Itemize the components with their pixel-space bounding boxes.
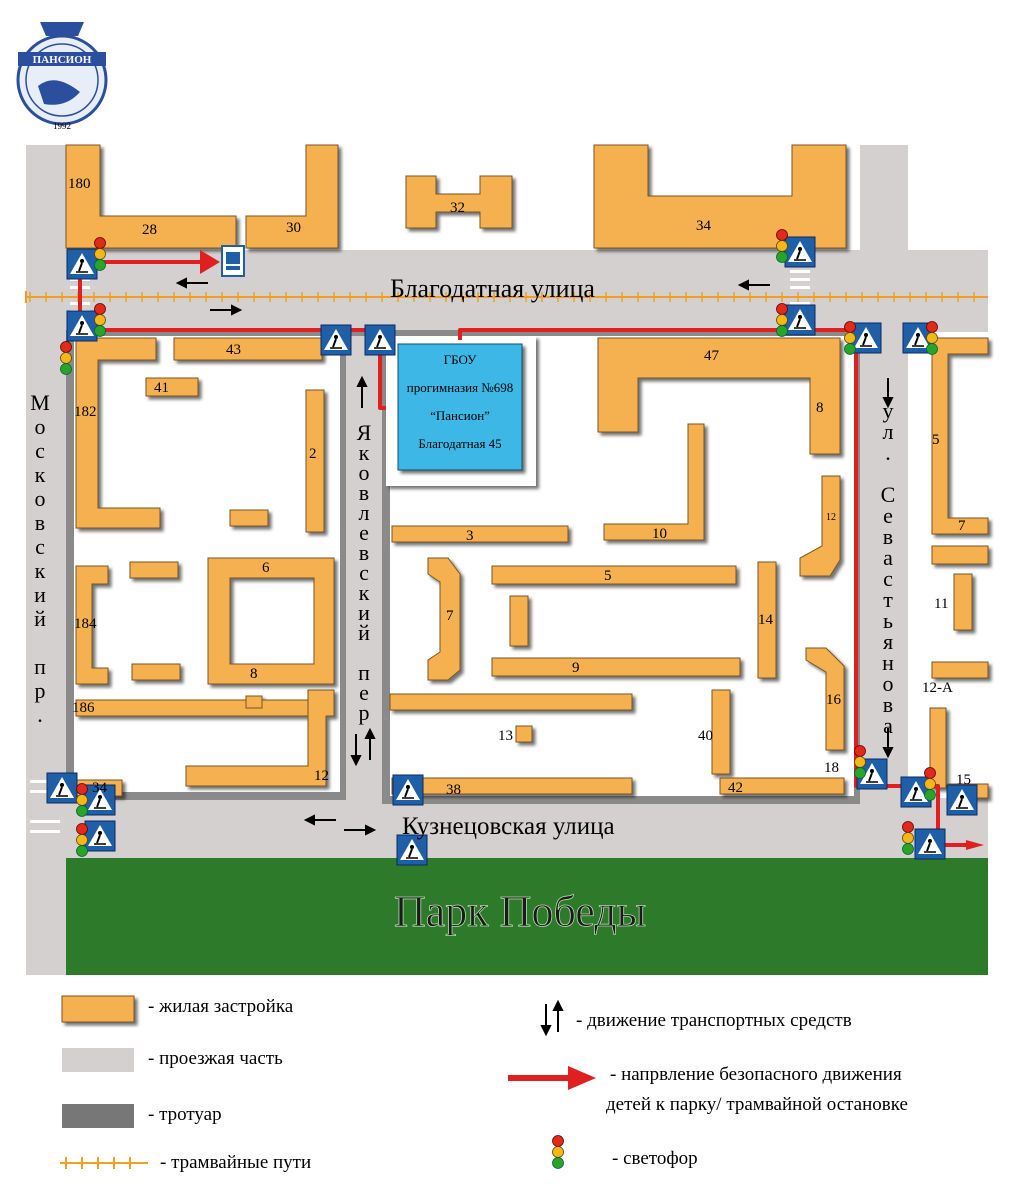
legend-route-1: - напрвление безопасного движения <box>610 1064 902 1085</box>
legend-swatch-housing <box>61 995 135 1023</box>
bldg-10: 10 <box>652 526 667 542</box>
bldg-8-right: 8 <box>816 400 824 416</box>
street-kuznetsovskaya: Кузнецовская улица <box>402 813 615 840</box>
school-address: Благодатная 45 <box>418 436 501 451</box>
bldg-14: 14 <box>758 612 774 628</box>
legend-tram: - трамвайные пути <box>160 1152 312 1173</box>
bldg-3: 3 <box>466 528 474 544</box>
traffic-arrows <box>175 277 894 836</box>
bldg-11: 11 <box>934 596 948 612</box>
bldg-12a: 12-А <box>922 680 953 696</box>
legend-traffic-light-icon <box>552 1135 564 1169</box>
bldg-42: 42 <box>728 780 743 796</box>
school-type: прогимназия №698 <box>407 380 513 395</box>
bldg-8-left: 8 <box>250 666 258 682</box>
bldg-30: 30 <box>286 220 301 236</box>
bldg-34-top: 34 <box>696 218 712 234</box>
legend-traffic: - движение транспортных средств <box>576 1010 852 1031</box>
bldg-12-right: 12 <box>826 512 836 523</box>
school-building: ГБОУ прогимназия №698 “Пансион” Благодат… <box>386 336 536 486</box>
route-arrow <box>200 250 220 274</box>
legend-swatches <box>60 995 596 1169</box>
bldg-186: 186 <box>72 700 95 716</box>
park-name: Парк Победы <box>394 887 646 936</box>
legend-housing: - жилая застройка <box>148 996 294 1017</box>
street-blagodatnaya: Благодатная улица <box>390 274 595 303</box>
bldg-7-far: 7 <box>958 518 966 534</box>
bldg-15: 15 <box>956 772 971 788</box>
bldg-18: 18 <box>824 760 839 776</box>
bldg-40: 40 <box>698 728 713 744</box>
bldg-13: 13 <box>498 728 513 744</box>
legend-swatch-tram <box>60 1157 148 1169</box>
legend-roadway: - проезжая часть <box>148 1048 283 1069</box>
bldg-34-bottom: 34 <box>92 780 108 796</box>
bldg-9: 9 <box>572 660 580 676</box>
bldg-28: 28 <box>142 222 157 238</box>
bldg-41: 41 <box>154 380 169 396</box>
bldg-2: 2 <box>309 446 317 462</box>
legend-traffic-arrows-icon <box>540 999 564 1037</box>
bldg-47: 47 <box>704 348 720 364</box>
logo-year: 1992 <box>53 121 71 131</box>
legend-light: - светофор <box>612 1148 698 1169</box>
tram-tracks <box>25 291 988 303</box>
bldg-5-far: 5 <box>932 432 940 448</box>
tram-stop-icon <box>221 245 245 277</box>
bldg-16: 16 <box>826 692 842 708</box>
buildings <box>65 144 989 799</box>
park-area <box>66 858 988 975</box>
logo-text: ПАНСИОН <box>33 54 92 66</box>
roads <box>26 145 988 975</box>
legend-route-arrow-icon <box>508 1066 596 1090</box>
route-arrow-park <box>966 840 984 850</box>
bldg-5: 5 <box>604 568 612 584</box>
legend-swatch-sidewalk <box>62 1104 134 1128</box>
legend-swatch-road <box>62 1048 134 1072</box>
bldg-32: 32 <box>450 200 465 216</box>
school-name: ГБОУ <box>444 352 478 367</box>
bldg-38: 38 <box>446 782 461 798</box>
legend-route-2: детей к парку/ трамвайной остановке <box>606 1094 908 1115</box>
bldg-7-mid: 7 <box>446 608 454 624</box>
bldg-182: 182 <box>74 404 97 420</box>
bldg-6: 6 <box>262 560 270 576</box>
school-title: “Пансион” <box>430 408 490 423</box>
pansion-logo: ПАНСИОН 1992 <box>16 22 108 131</box>
legend-sidewalk: - тротуар <box>148 1104 222 1125</box>
bldg-12-left: 12 <box>314 768 329 784</box>
bldg-43: 43 <box>226 342 241 358</box>
bldg-180: 180 <box>68 176 91 192</box>
bldg-184: 184 <box>74 616 97 632</box>
building-numbers: 180 28 30 32 34 43 41 182 2 6 8 184 186 … <box>68 176 971 798</box>
